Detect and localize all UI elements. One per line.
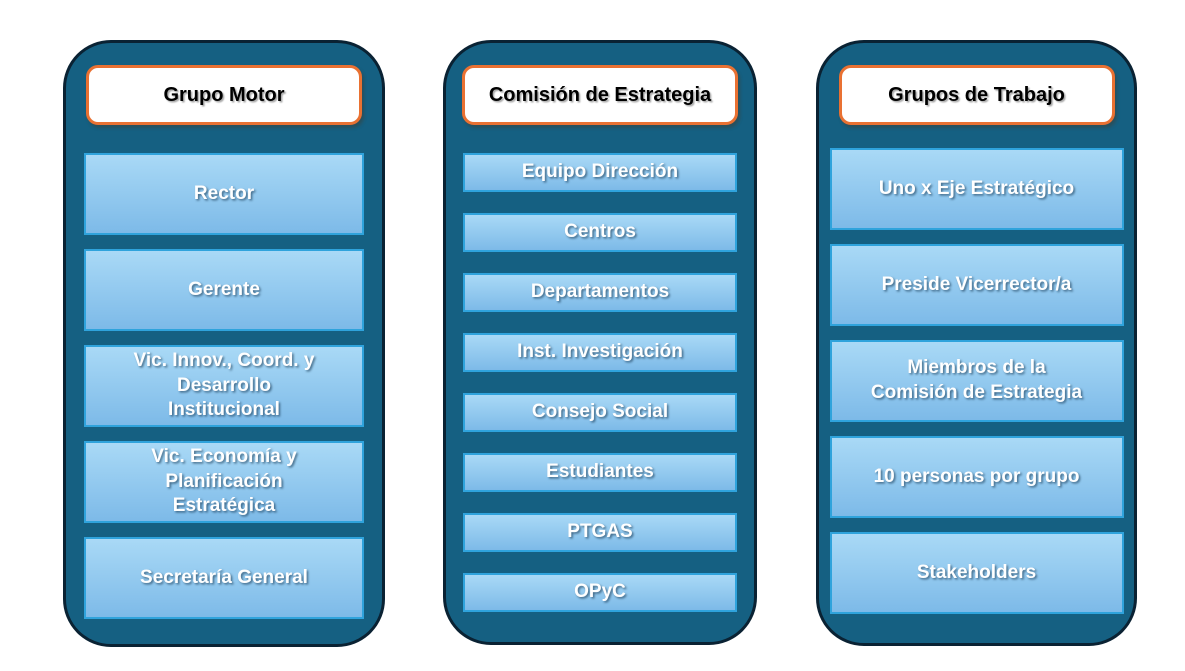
item-label: 10 personas por grupo — [873, 465, 1080, 487]
item-box: Inst. Investigación — [463, 333, 737, 372]
item-list-grupo-motor: Rector Gerente Vic. Innov., Coord. y Des… — [66, 153, 382, 619]
item-label: Vic. Innov., Coord. y Desarrollo Institu… — [133, 349, 315, 421]
item-label: Equipo Dirección — [521, 161, 679, 183]
item-box: 10 personas por grupo — [829, 436, 1124, 518]
item-label: Uno x Eje Estratégico — [878, 177, 1075, 199]
item-box: PTGAS — [463, 513, 737, 552]
panel-comision-de-estrategia: Comisión de Estrategia Equipo Dirección … — [443, 40, 757, 645]
item-label: Vic. Economía y Planificación Estratégic… — [151, 445, 297, 517]
item-list-grupos-de-trabajo: Uno x Eje Estratégico Preside Vicerrecto… — [819, 148, 1134, 614]
item-label: OPyC — [574, 581, 626, 603]
item-label: Departamentos — [530, 281, 670, 303]
item-label: Centros — [564, 221, 636, 243]
panel-title-grupos-de-trabajo: Grupos de Trabajo — [838, 65, 1115, 125]
item-list-comision-de-estrategia: Equipo Dirección Centros Departamentos I… — [446, 153, 754, 612]
item-label: Estudiantes — [546, 461, 654, 483]
item-label: Consejo Social — [531, 401, 669, 423]
item-box: Consejo Social — [463, 393, 737, 432]
item-box: Equipo Dirección — [463, 153, 737, 192]
item-box: Rector — [84, 153, 364, 235]
item-label: Secretaría General — [140, 566, 308, 588]
item-label: Inst. Investigación — [517, 341, 683, 363]
item-box: Preside Vicerrector/a — [829, 244, 1124, 326]
item-box: OPyC — [463, 573, 737, 612]
item-box: Gerente — [84, 249, 364, 331]
panel-title-comision-de-estrategia: Comisión de Estrategia — [462, 65, 738, 125]
item-box: Vic. Economía y Planificación Estratégic… — [84, 441, 364, 523]
item-label: PTGAS — [567, 521, 633, 543]
panel-title-label: Comisión de Estrategia — [488, 83, 712, 106]
item-label: Rector — [193, 182, 255, 204]
panel-grupo-motor: Grupo Motor Rector Gerente Vic. Innov., … — [63, 40, 385, 647]
panel-title-label: Grupos de Trabajo — [888, 83, 1065, 106]
item-box: Estudiantes — [463, 453, 737, 492]
item-box: Centros — [463, 213, 737, 252]
item-box: Stakeholders — [829, 532, 1124, 614]
panel-title-grupo-motor: Grupo Motor — [86, 65, 362, 125]
item-label: Preside Vicerrector/a — [881, 273, 1072, 295]
item-box: Secretaría General — [84, 537, 364, 619]
item-label: Stakeholders — [916, 561, 1037, 583]
item-box: Departamentos — [463, 273, 737, 312]
item-label: Gerente — [188, 278, 260, 300]
panel-grupos-de-trabajo: Grupos de Trabajo Uno x Eje Estratégico … — [816, 40, 1137, 646]
item-label: Miembros de la Comisión de Estrategia — [870, 357, 1083, 403]
item-box: Uno x Eje Estratégico — [829, 148, 1124, 230]
item-box: Vic. Innov., Coord. y Desarrollo Institu… — [84, 345, 364, 427]
item-box: Miembros de la Comisión de Estrategia — [829, 340, 1124, 422]
panel-title-label: Grupo Motor — [163, 83, 285, 106]
